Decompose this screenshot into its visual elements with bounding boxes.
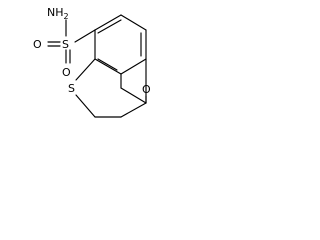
bond [94,14,122,31]
bond [75,58,96,81]
bond [97,19,122,34]
molecule-drawing: NH2 S O O S O [33,6,151,118]
bond [120,14,147,31]
ring-s-label: S [68,82,75,95]
sulfonyl-o-lower-label: O [62,66,71,79]
nh2-label: NH2 [47,6,69,21]
bond [120,87,147,104]
bond [97,58,118,71]
sulfonyl-s-label: S [62,38,69,51]
bond [94,58,122,75]
bond-lines [47,14,147,118]
bond [120,102,147,118]
ketone-o-label: O [142,83,151,96]
bond [120,58,147,75]
bond [75,94,96,118]
bond [74,29,96,43]
atom-labels: NH2 S O O S O [33,6,151,96]
sulfonyl-o-upper-label: O [33,38,42,51]
structure-diagram: NH2 S O O S O [0,0,177,131]
